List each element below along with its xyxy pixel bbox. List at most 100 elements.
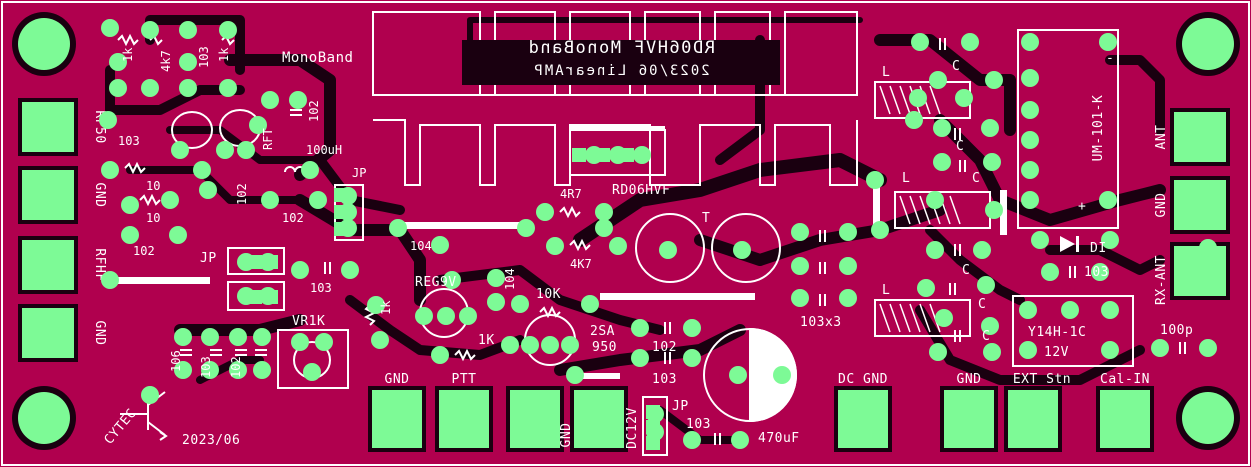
through-hole-pad [917,279,935,297]
through-hole-pad [733,241,751,259]
label-cap-c3: C [972,171,980,186]
through-hole-pad [201,361,219,379]
label-r-4r7: 4R7 [560,187,582,201]
through-hole-pad [911,33,929,51]
header-pin-pad [572,148,586,162]
right-conn-label-2: RX-ANT [1154,255,1169,305]
through-hole-pad [253,361,271,379]
through-hole-pad [1021,191,1039,209]
through-hole-pad [174,328,192,346]
through-hole-pad [981,119,999,137]
label-c-103-a: 103 [197,46,211,68]
through-hole-pad [839,223,857,241]
through-hole-pad [773,366,791,384]
label-jp1: JP [352,166,366,180]
bottom-conn-label-2: GND [559,423,574,448]
through-hole-pad [101,161,119,179]
through-hole-pad [301,161,319,179]
label-cap-c5: C [978,297,986,312]
through-hole-pad [179,21,197,39]
label-c-102-b: 102 [235,183,249,205]
through-hole-pad [431,236,449,254]
through-hole-pad [237,141,255,159]
through-hole-pad [1101,301,1119,319]
label-c-102-d: 102 [133,244,155,258]
through-hole-pad [1199,339,1217,357]
through-hole-pad [141,79,159,97]
through-hole-pad [1099,33,1117,51]
label-cap-c1: C [952,59,960,74]
bottom-conn-label-5: EXT Stn [1013,372,1071,387]
through-hole-pad [1091,263,1109,281]
label-r-1k-a: 1k [121,47,135,62]
through-hole-pad [631,349,649,367]
through-hole-pad [1099,191,1117,209]
through-hole-pad [341,261,359,279]
label-jp2: JP [200,251,217,266]
mirror-subtitle: 2023/06 LinearAMP [532,63,709,79]
through-hole-pad [929,71,947,89]
through-hole-pad [935,309,953,327]
through-hole-pad [141,21,159,39]
through-hole-pad [371,331,389,349]
through-hole-pad [121,196,139,214]
through-hole-pad [415,307,433,325]
left-conn-label-3: GND [92,321,107,346]
through-hole-pad [511,295,529,313]
label-950: 950 [592,340,617,355]
through-hole-pad [909,89,927,107]
through-hole-pad [1021,131,1039,149]
through-hole-pad [933,153,951,171]
through-hole-pad [683,319,701,337]
label-100uh: 100uH [306,143,342,157]
through-hole-pad [546,237,564,255]
through-hole-pad [541,336,559,354]
label-cap-c6: C [982,329,990,344]
header-pin-pad [334,222,348,236]
label-c-106: 106 [169,350,183,372]
label-2sa: 2SA [590,324,615,339]
right-connector-labels: ANT GND RX-ANT [1154,125,1169,305]
through-hole-pad [536,203,554,221]
diode-symbol [1060,236,1079,252]
through-hole-pad [1019,301,1037,319]
through-hole-pad [315,333,333,351]
through-hole-pad [199,181,217,199]
through-hole-pad [169,226,187,244]
through-hole-pads [99,19,1217,450]
through-hole-pad [193,161,211,179]
header-pin-pad [620,148,634,162]
label-c-102-c: 102 [282,211,304,225]
jumper-wires [110,126,1007,379]
date-text: 2023/06 [182,433,240,448]
through-hole-pad [459,307,477,325]
label-r-1k-b: 1k [217,47,231,62]
through-hole-pad [517,219,535,237]
header-pin-pad [264,255,278,269]
through-hole-pad [303,363,321,381]
through-hole-pad [309,191,327,209]
label-coil-l3: L [882,283,890,298]
through-hole-pad [291,261,309,279]
through-hole-pad [1199,239,1217,257]
header-pin-pad [596,148,610,162]
through-hole-pad [431,346,449,364]
through-hole-pad [961,33,979,51]
bottom-conn-label-0: GND [385,372,410,387]
label-c-103-b: 103 [118,134,140,148]
through-hole-pad [1031,231,1049,249]
through-hole-pad [1101,231,1119,249]
through-hole-pad [985,201,1003,219]
through-hole-pad [791,257,809,275]
label-vr1k: VR1K [292,314,325,329]
label-minus: - [1106,51,1114,66]
through-hole-pad [595,203,613,221]
left-conn-label-1: GND [92,183,107,208]
through-hole-pad [926,241,944,259]
label-coil-l1: L [882,65,890,80]
bottom-conn-label-3: DC GND [838,372,888,387]
through-hole-pad [101,271,119,289]
mirror-title-block: RD06HVF MonoBand 2023/06 LinearAMP [462,38,780,85]
label-c-103-c: 103 [310,281,332,295]
through-hole-pad [487,269,505,287]
